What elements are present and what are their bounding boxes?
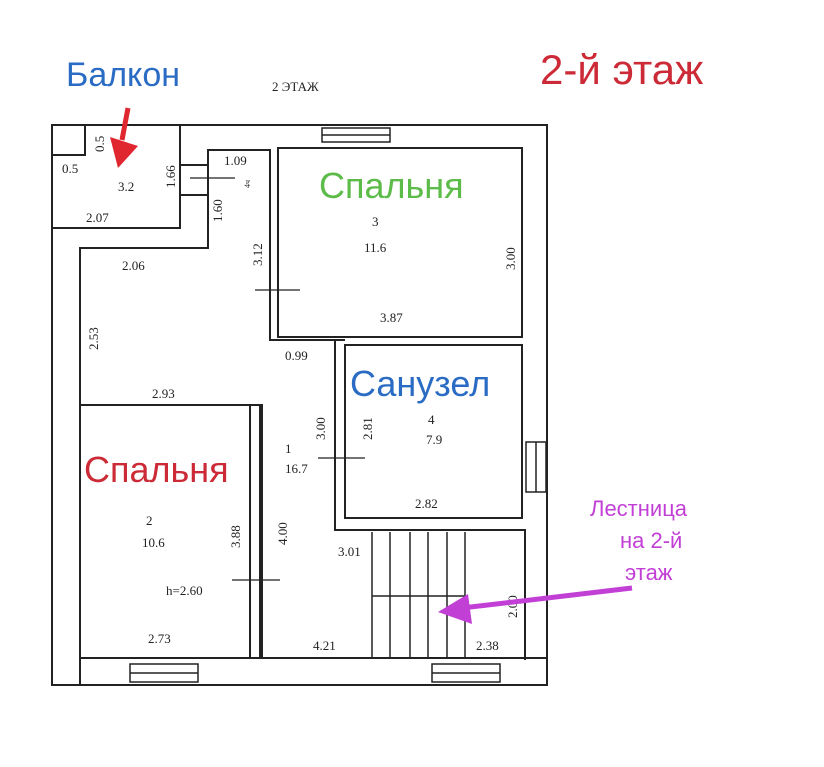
dim-balcony-width: 2.07 [86,210,109,225]
label-bathroom: Санузел [350,363,490,404]
dim-hall-side: 2.53 [86,327,101,350]
dim-stairs-width: 2.38 [476,638,499,653]
dim-stairs-side: 2.00 [505,595,520,618]
ceiling-height: h=2.60 [166,583,203,598]
dim-room3-width: 3.87 [380,310,403,325]
dim-balcony-small-h: 0.5 [92,136,107,152]
dim-corridor-mark: 4ч [243,180,252,188]
dim-stairs-301: 3.01 [338,544,361,559]
dim-balcony-small-w: 0.5 [62,161,78,176]
label-stairs-2: на 2-й [620,528,682,553]
dim-room4-width: 2.82 [415,496,438,511]
dim-room3-height: 3.00 [503,247,518,270]
plan-caption: 2 ЭТАЖ [272,79,319,94]
room3-area: 11.6 [364,240,387,255]
room2-number: 2 [146,513,153,528]
dim-hall-300: 3.00 [313,417,328,440]
label-bedroom-top: Спальня [319,165,464,206]
room4-number: 4 [428,412,435,427]
red-arrow-icon [110,107,138,168]
dim-room2-width: 2.73 [148,631,171,646]
room3-number: 3 [372,214,379,229]
walls [51,124,548,686]
label-stairs-1: Лестница [590,496,688,521]
dim-hall-bottom-width: 4.21 [313,638,336,653]
dim-hall-bottom: 2.93 [152,386,175,401]
label-balcony: Балкон [66,56,180,94]
dim-gap-099: 0.99 [285,348,308,363]
room1-number: 1 [285,441,292,456]
dim-corridor-top: 1.09 [224,153,247,168]
room-balcony-area: 3.2 [118,179,134,194]
room1-area: 16.7 [285,461,308,476]
dim-hall-400: 4.00 [275,522,290,545]
dim-corridor-side: 1.60 [210,199,225,222]
room4-area: 7.9 [426,432,442,447]
dim-room2-side: 3.88 [228,525,243,548]
dim-room4-side: 2.81 [360,417,375,440]
floor-title: 2-й этаж [540,46,703,93]
dim-wall-312: 3.12 [250,243,265,266]
label-stairs-3: этаж [625,560,673,585]
label-bedroom-left: Спальня [84,449,229,490]
dim-balcony-side: 1.66 [163,165,178,188]
annotations: 2-й этаж Балкон Спальня Санузел Спальня … [66,46,703,624]
magenta-arrow-icon [438,585,633,624]
room2-area: 10.6 [142,535,165,550]
dim-hall-top: 2.06 [122,258,145,273]
